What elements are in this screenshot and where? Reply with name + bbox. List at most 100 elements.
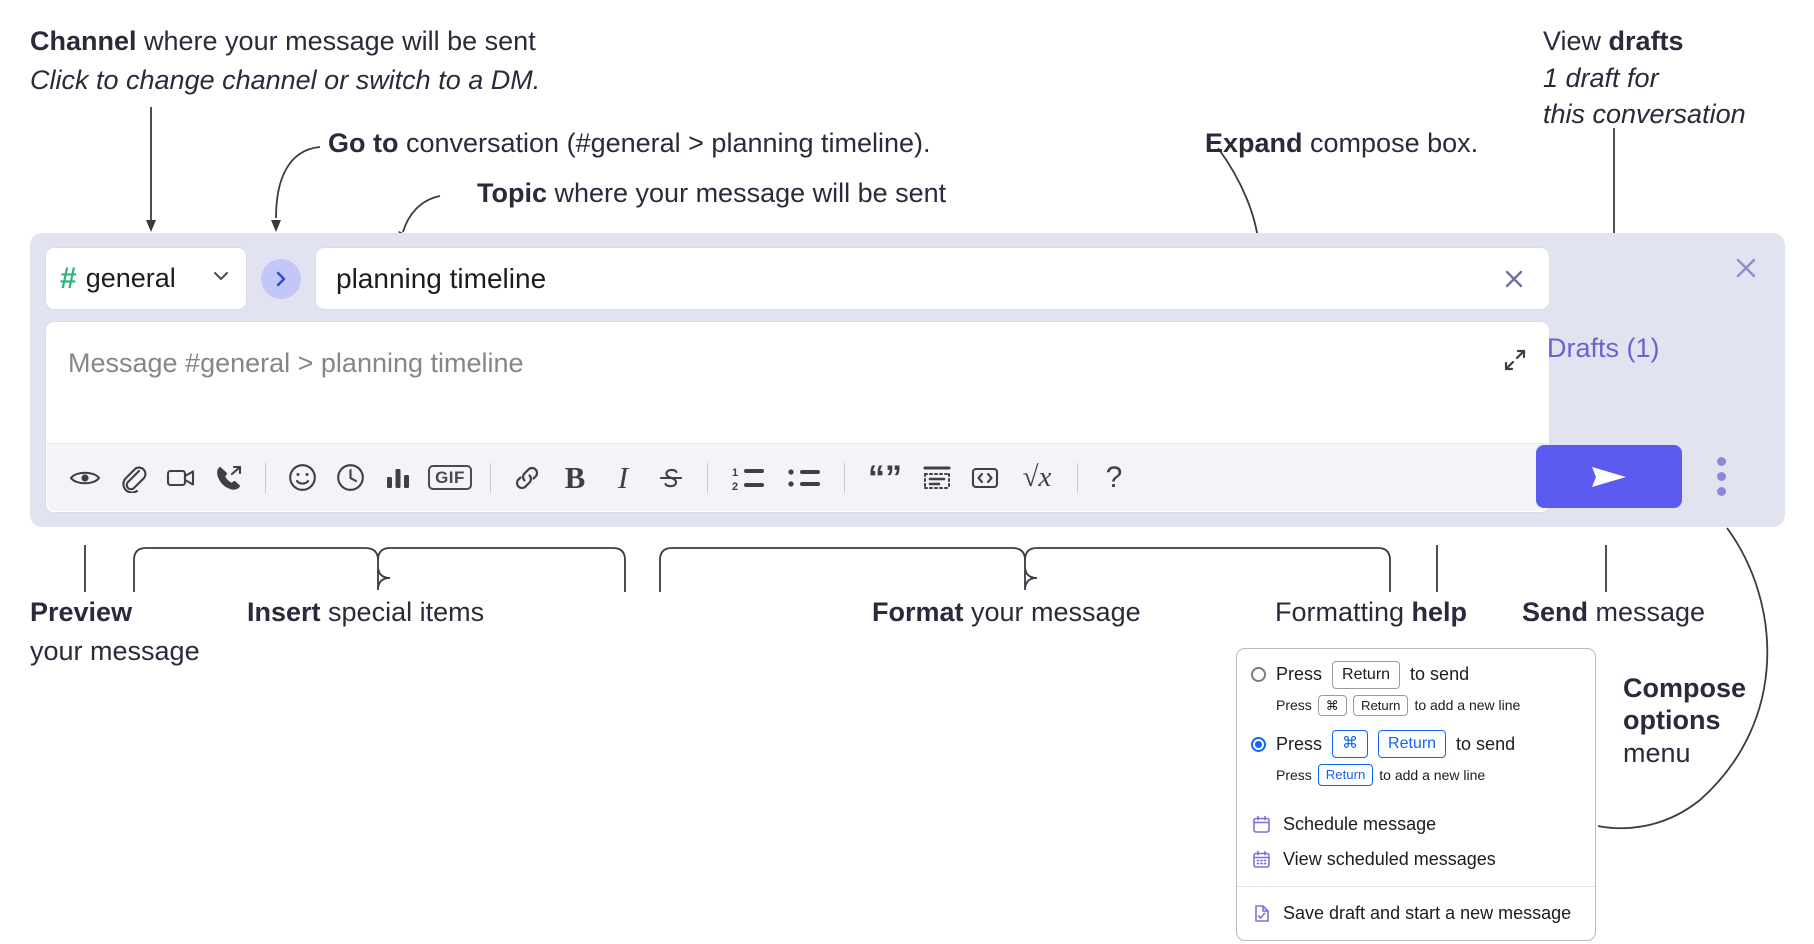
annotation-compose-options: Compose options menu bbox=[1623, 672, 1746, 769]
annotation-format-bold: Format bbox=[872, 597, 964, 627]
hash-icon: # bbox=[60, 261, 77, 295]
menu-item-label: Save draft and start a new message bbox=[1283, 902, 1572, 923]
option1-sub-key1: ⌘ bbox=[1317, 694, 1347, 717]
calendar-icon bbox=[1251, 814, 1271, 834]
clock-icon[interactable] bbox=[326, 454, 374, 502]
annotation-format-rest: your message bbox=[963, 597, 1141, 627]
annotation-insert-bold: Insert bbox=[247, 597, 321, 627]
annotation-preview-bold: Preview bbox=[30, 597, 133, 627]
annotation-insert-rest: special items bbox=[320, 597, 485, 627]
strikethrough-icon[interactable] bbox=[647, 454, 695, 502]
send-shortcut-options: Press Return to send Press ⌘ Return to a… bbox=[1237, 649, 1595, 798]
option2-pre: Press bbox=[1276, 733, 1323, 754]
annotation-preview: Preview your message bbox=[30, 595, 200, 668]
quote-glyph: “” bbox=[868, 458, 902, 497]
bulleted-list-icon[interactable] bbox=[776, 454, 832, 502]
help-icon[interactable]: ? bbox=[1090, 454, 1138, 502]
link-icon[interactable] bbox=[503, 454, 551, 502]
annotation-formatting-help: Formatting help bbox=[1275, 595, 1467, 630]
annotation-send-rest: message bbox=[1588, 597, 1706, 627]
compose-panel: # general planning timeline bbox=[30, 233, 1785, 527]
equation-icon[interactable]: √x bbox=[1009, 454, 1065, 502]
annotation-drafts: View drafts 1 draft for this conversatio… bbox=[1543, 24, 1746, 132]
annotation-channel: Channel where your message will be sent … bbox=[30, 24, 540, 97]
annotation-compose-bold1: Compose bbox=[1623, 673, 1747, 703]
radio-button-selected[interactable] bbox=[1251, 736, 1266, 752]
menu-item-save-draft[interactable]: Save draft and start a new message bbox=[1251, 896, 1581, 931]
annotation-insert: Insert special items bbox=[247, 595, 484, 630]
expand-icon[interactable] bbox=[1495, 340, 1535, 380]
chevron-down-icon bbox=[210, 265, 232, 292]
topic-input[interactable]: planning timeline bbox=[315, 247, 1550, 310]
topic-value: planning timeline bbox=[336, 262, 547, 294]
video-icon[interactable] bbox=[157, 454, 205, 502]
annotation-channel-italic: Click to change channel or switch to a D… bbox=[30, 64, 541, 95]
emoji-icon[interactable] bbox=[278, 454, 326, 502]
svg-text:2: 2 bbox=[732, 481, 738, 493]
annotation-expand: Expand compose box. bbox=[1205, 126, 1478, 161]
annotation-compose-bold2: options bbox=[1623, 705, 1721, 736]
option2-sub-pre: Press bbox=[1276, 766, 1312, 783]
radio-option-return-to-send[interactable]: Press Return to send bbox=[1251, 661, 1581, 689]
annotation-expand-bold: Expand bbox=[1205, 128, 1303, 158]
close-icon[interactable] bbox=[1729, 251, 1763, 285]
option2-post: to send bbox=[1456, 733, 1516, 754]
kebab-dot bbox=[1716, 456, 1726, 466]
bold-icon[interactable]: B bbox=[551, 454, 599, 502]
option1-sub-post: to add a new line bbox=[1414, 697, 1521, 714]
help-glyph: ? bbox=[1105, 460, 1123, 494]
option2-sub-post: to add a new line bbox=[1379, 766, 1486, 783]
compose-options-button[interactable] bbox=[1706, 452, 1736, 500]
kebab-dot bbox=[1716, 471, 1726, 481]
annotation-send: Send message bbox=[1522, 595, 1705, 630]
schedule-group: Schedule message View scheduled messages bbox=[1237, 798, 1595, 886]
bold-glyph: B bbox=[564, 460, 586, 495]
ordered-list-icon[interactable]: 1 2 bbox=[720, 454, 776, 502]
annotation-goto: Go to conversation (#general > planning … bbox=[328, 126, 931, 161]
annotation-help-bold: help bbox=[1411, 597, 1468, 627]
annotation-drafts-italic2: this conversation bbox=[1543, 99, 1746, 130]
option2-sub: Press Return to add a new line bbox=[1276, 763, 1581, 786]
option1-post: to send bbox=[1410, 664, 1470, 685]
compose-header-row: # general planning timeline bbox=[45, 247, 1550, 310]
option2-key1: ⌘ bbox=[1332, 730, 1369, 758]
toolbar-divider bbox=[490, 462, 491, 493]
annotation-drafts-plain: View bbox=[1543, 26, 1609, 56]
italic-glyph: I bbox=[617, 460, 629, 495]
message-input-box[interactable]: Message #general > planning timeline bbox=[45, 321, 1550, 513]
channel-selector[interactable]: # general bbox=[45, 247, 247, 310]
italic-icon[interactable]: I bbox=[599, 454, 647, 502]
menu-item-schedule-message[interactable]: Schedule message bbox=[1251, 807, 1581, 842]
clear-topic-icon[interactable] bbox=[1491, 256, 1537, 302]
annotation-compose-rest: menu bbox=[1623, 737, 1691, 768]
option1-sub-key2: Return bbox=[1352, 694, 1409, 717]
drafts-link[interactable]: Drafts (1) bbox=[1547, 333, 1660, 363]
toolbar-divider bbox=[265, 462, 266, 493]
annotation-channel-rest: where your message will be sent bbox=[136, 26, 536, 56]
code-icon[interactable] bbox=[961, 454, 1009, 502]
channel-name-label: general bbox=[85, 263, 176, 293]
menu-item-view-scheduled-messages[interactable]: View scheduled messages bbox=[1251, 842, 1581, 877]
go-to-conversation-button[interactable] bbox=[261, 258, 301, 299]
gif-icon[interactable]: GIF bbox=[422, 454, 478, 502]
send-button[interactable] bbox=[1536, 445, 1682, 508]
code-block-icon[interactable] bbox=[913, 454, 961, 502]
radio-option-cmd-return-to-send[interactable]: Press ⌘ Return to send bbox=[1251, 730, 1581, 758]
attachment-icon[interactable] bbox=[109, 454, 157, 502]
annotation-drafts-italic1: 1 draft for bbox=[1543, 62, 1659, 93]
option2-key2: Return bbox=[1378, 730, 1447, 758]
save-draft-icon bbox=[1251, 903, 1271, 923]
poll-icon[interactable] bbox=[374, 454, 422, 502]
annotation-send-bold: Send bbox=[1522, 597, 1589, 627]
blockquote-icon[interactable]: “” bbox=[857, 454, 913, 502]
audio-call-icon[interactable] bbox=[205, 454, 253, 502]
radio-button[interactable] bbox=[1251, 667, 1266, 683]
preview-icon[interactable] bbox=[61, 454, 109, 502]
annotation-help-plain: Formatting bbox=[1275, 597, 1412, 627]
compose-inner: # general planning timeline bbox=[45, 247, 1550, 513]
annotation-channel-bold: Channel bbox=[30, 26, 137, 56]
annotation-format: Format your message bbox=[872, 595, 1141, 630]
message-placeholder: Message #general > planning timeline bbox=[68, 348, 524, 378]
annotation-preview-line2: your message bbox=[30, 635, 200, 666]
